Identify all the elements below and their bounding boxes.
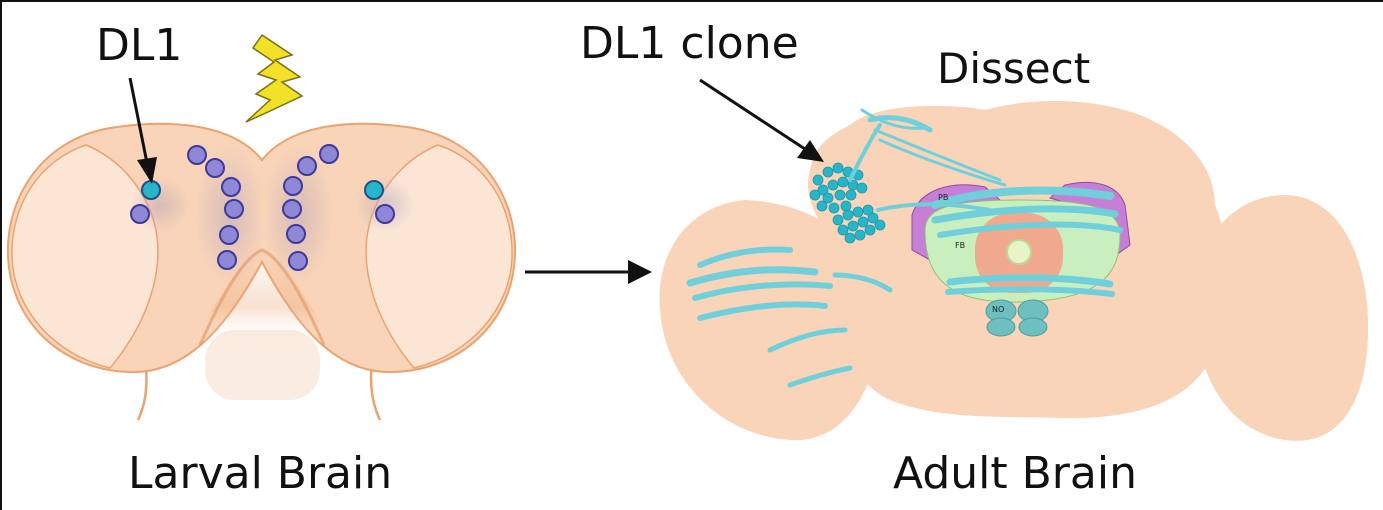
dl1-clone-projections	[686, 108, 1123, 388]
larval-brain-illustration	[6, 33, 517, 421]
adult-brain-title: Adult Brain	[893, 448, 1137, 499]
larval-brain-title: Larval Brain	[128, 448, 393, 499]
no-region	[985, 299, 1049, 337]
dl1-clone-cells	[809, 162, 886, 244]
adult-brain-illustration	[659, 78, 1369, 441]
pb-label: PB	[938, 193, 949, 202]
dissect-label: Dissect	[937, 44, 1091, 93]
fb-label: FB	[955, 241, 966, 250]
dl1-neuroblast-left	[141, 180, 161, 200]
dl1-neuroblast-right	[364, 180, 384, 200]
dl1-arrow	[128, 77, 157, 184]
lightning-bolt-icon	[245, 33, 304, 123]
develop-arrow	[525, 260, 652, 284]
no-label: NO	[992, 305, 1005, 314]
dl1-label: DL1	[96, 20, 183, 71]
neuroblast-cells	[130, 144, 395, 271]
dl1-clone-label: DL1 clone	[580, 18, 799, 69]
dl1-clone-arrow	[699, 78, 824, 162]
